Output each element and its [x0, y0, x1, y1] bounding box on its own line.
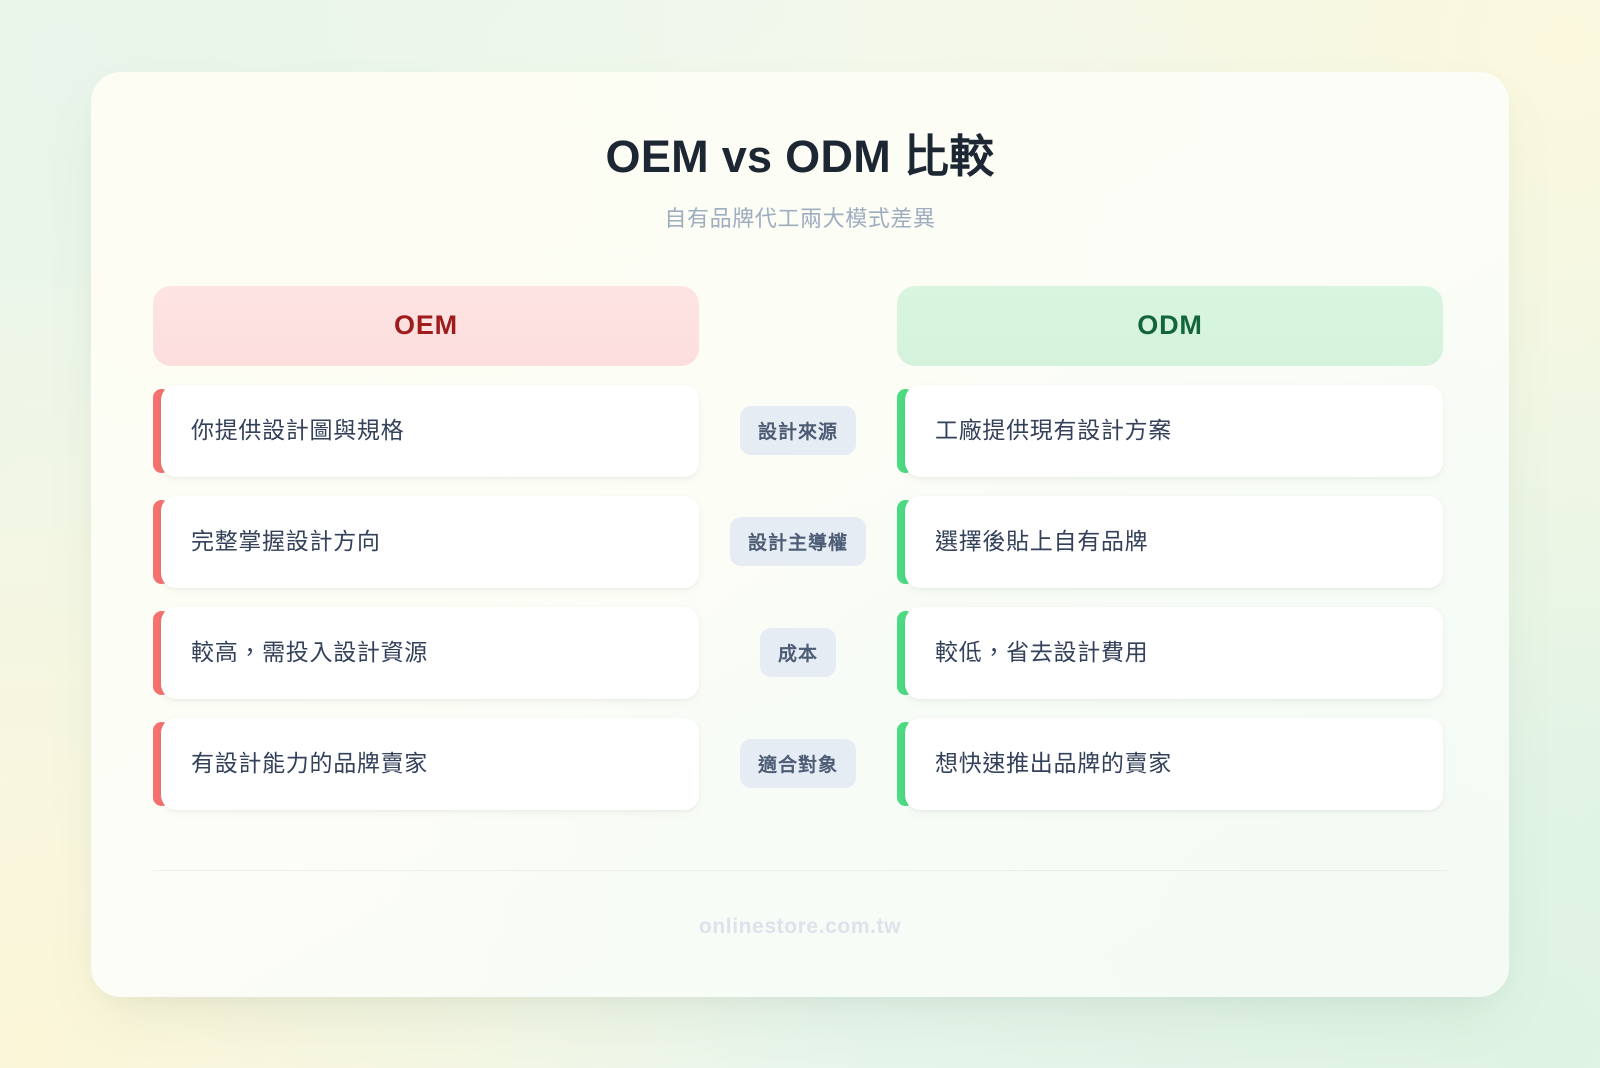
footer: onlinestore.com.tw [153, 869, 1447, 997]
table-row: 工廠提供現有設計方案 [897, 384, 1443, 477]
aspect-label: 設計來源 [739, 406, 856, 456]
aspect-label: 成本 [759, 628, 836, 678]
oem-value-text: 你提供設計圖與規格 [191, 416, 405, 443]
oem-value-card: 完整掌握設計方向 [161, 495, 699, 588]
aspect-label-wrap: 設計主導權 [699, 496, 897, 588]
footer-divider [153, 869, 1447, 871]
aspect-label: 設計主導權 [729, 517, 866, 567]
odm-value-text: 想快速推出品牌的賣家 [935, 749, 1172, 776]
page-subtitle: 自有品牌代工兩大模式差異 [664, 205, 936, 231]
oem-value-text: 較高，需投入設計資源 [191, 638, 428, 665]
oem-value-card: 有設計能力的品牌賣家 [161, 717, 699, 810]
table-row: 較低，省去設計費用 [897, 606, 1443, 699]
aspect-label-wrap: 設計來源 [699, 385, 897, 477]
column-header-odm: ODM [897, 285, 1443, 366]
odm-value-card: 較低，省去設計費用 [905, 606, 1443, 699]
table-row: 選擇後貼上自有品牌 [897, 495, 1443, 588]
odm-value-text: 工廠提供現有設計方案 [935, 416, 1172, 443]
odm-value-card: 工廠提供現有設計方案 [905, 384, 1443, 477]
header: OEM vs ODM 比較 自有品牌代工兩大模式差異 [153, 130, 1447, 233]
odm-value-text: 選擇後貼上自有品牌 [935, 527, 1149, 554]
table-row: 有設計能力的品牌賣家 [153, 717, 699, 810]
column-header-spacer [699, 286, 897, 366]
oem-value-text: 完整掌握設計方向 [191, 527, 381, 554]
aspect-label-wrap: 成本 [699, 607, 897, 699]
oem-value-card: 你提供設計圖與規格 [161, 384, 699, 477]
table-row: 完整掌握設計方向 [153, 495, 699, 588]
page-title: OEM vs ODM 比較 [605, 130, 995, 182]
odm-value-text: 較低，省去設計費用 [935, 638, 1149, 665]
column-header-oem: OEM [153, 285, 699, 366]
infographic-card: OEM vs ODM 比較 自有品牌代工兩大模式差異 OEM ODM 你提供設計… [91, 72, 1509, 997]
aspect-label: 適合對象 [739, 739, 856, 789]
oem-value-text: 有設計能力的品牌賣家 [191, 749, 428, 776]
aspect-label-wrap: 適合對象 [699, 718, 897, 810]
comparison-grid: OEM ODM 你提供設計圖與規格 設計來源 工廠提供現有設計方案 完整掌握設計… [153, 285, 1447, 810]
oem-value-card: 較高，需投入設計資源 [161, 606, 699, 699]
table-row: 想快速推出品牌的賣家 [897, 717, 1443, 810]
brand-watermark: onlinestore.com.tw [698, 914, 902, 938]
table-row: 你提供設計圖與規格 [153, 384, 699, 477]
table-row: 較高，需投入設計資源 [153, 606, 699, 699]
odm-value-card: 想快速推出品牌的賣家 [905, 717, 1443, 810]
odm-value-card: 選擇後貼上自有品牌 [905, 495, 1443, 588]
